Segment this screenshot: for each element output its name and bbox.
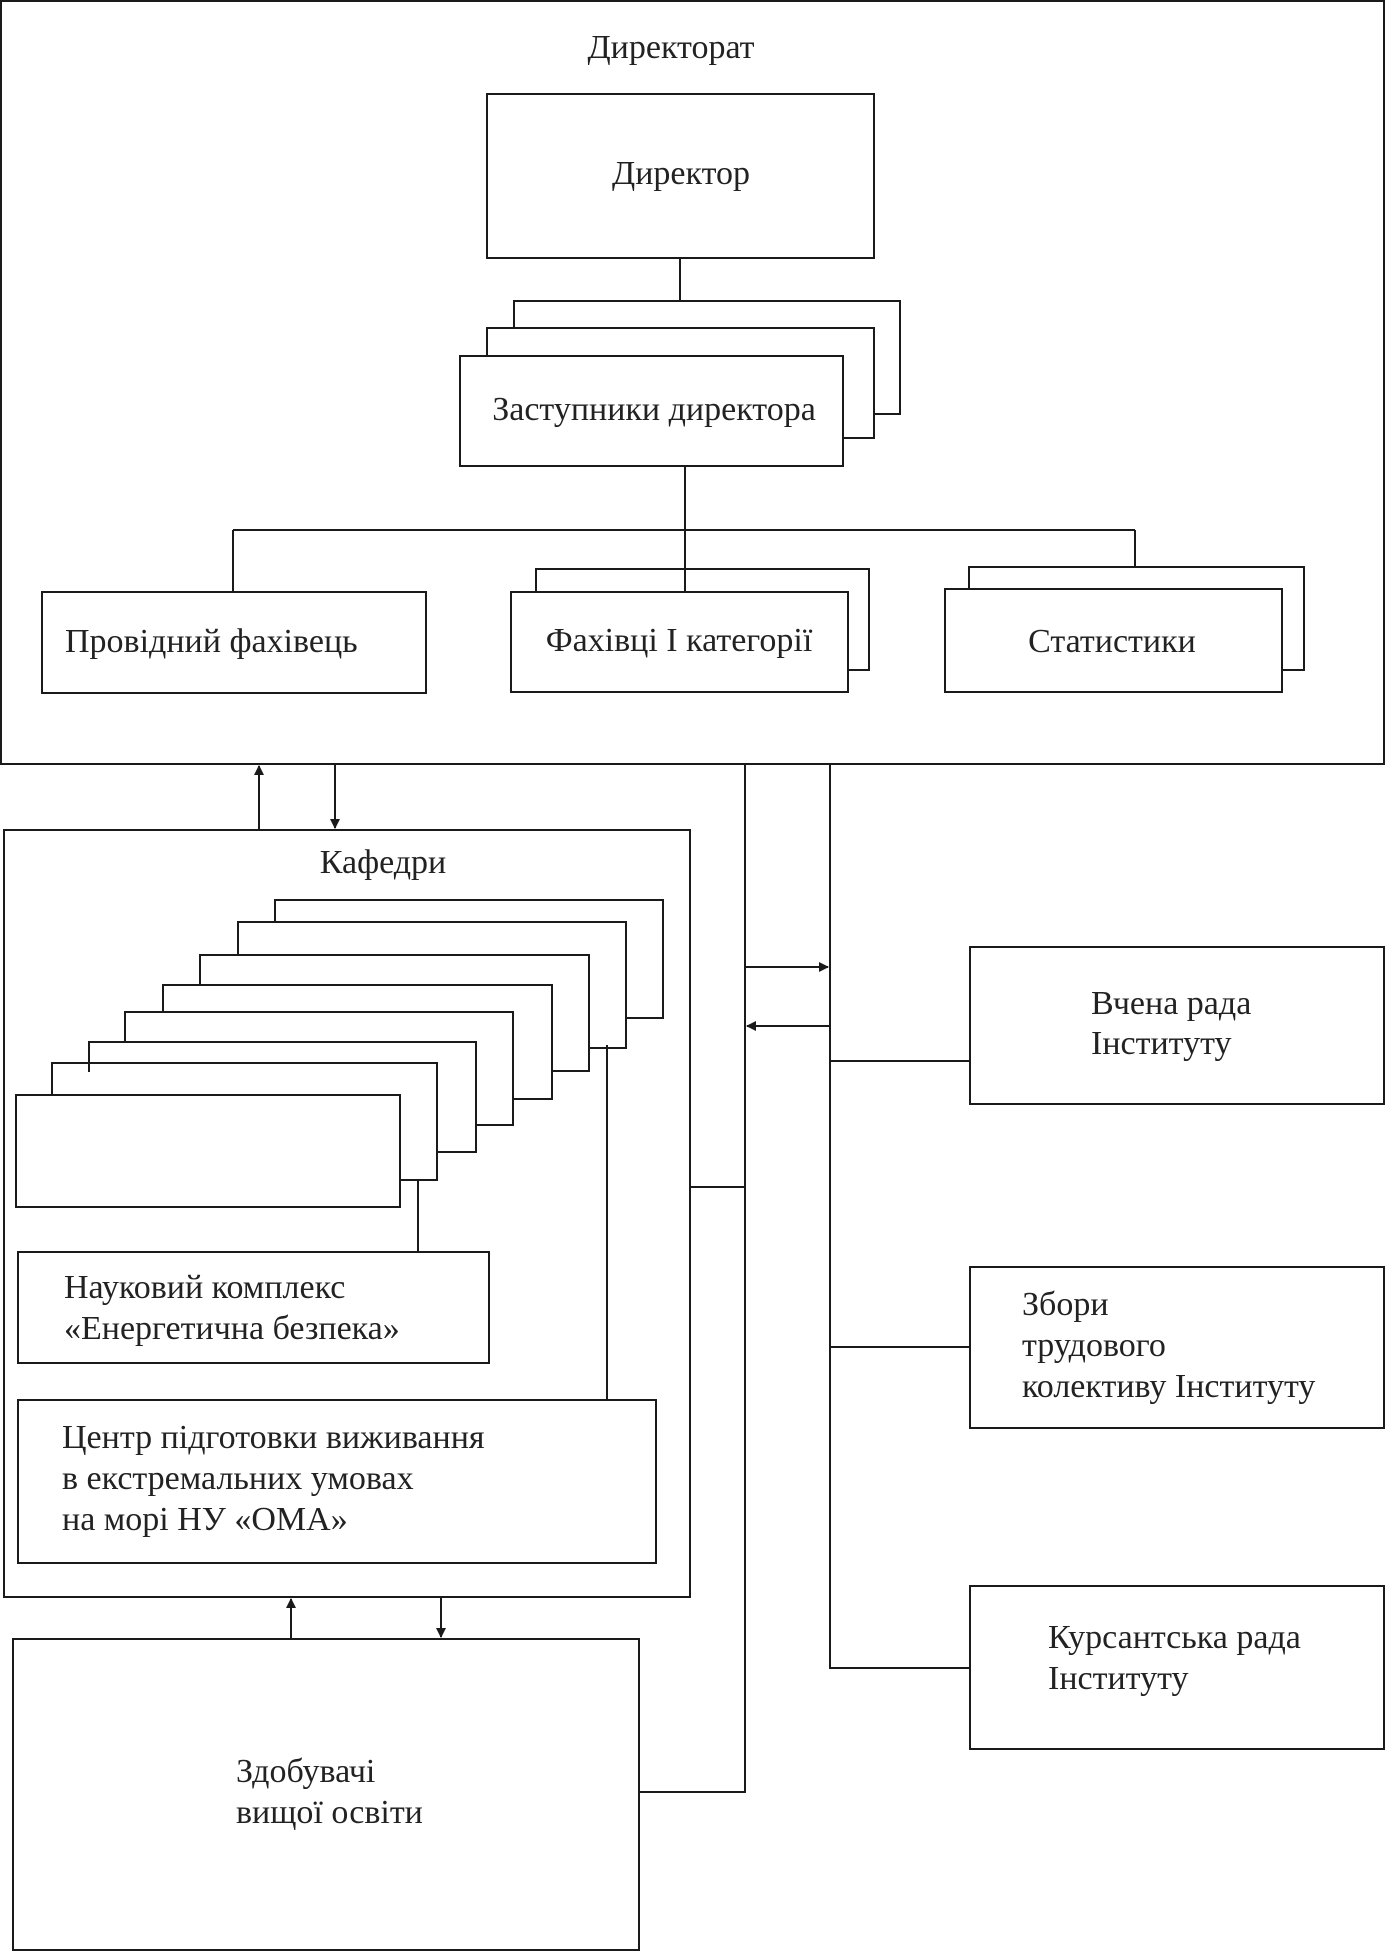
students-bus: [639, 764, 746, 1793]
cadet-council-line-2: Інституту: [1048, 1660, 1189, 1697]
staff-meeting-line-3: колективу Інституту: [1022, 1368, 1316, 1405]
staff-meeting-box: [969, 1266, 1385, 1429]
survival-center-box: [17, 1399, 657, 1564]
research-complex-box: [17, 1251, 490, 1364]
department-card-front: [15, 1094, 401, 1208]
students-line-1: Здобувачі: [236, 1753, 376, 1790]
specialists-label: Фахівці І категорії: [545, 622, 813, 659]
staff-meeting-line-2: трудового: [1022, 1327, 1166, 1364]
department-card-1: [51, 1062, 438, 1181]
deputies-stack-back: [513, 300, 901, 415]
statisticians-stack-back: [968, 566, 1305, 671]
lead-specialist-label: Провідний фахівець: [65, 623, 358, 660]
students-line-2: вищої освіти: [236, 1794, 423, 1831]
deputies-label: Заступники директора: [492, 391, 816, 428]
deputies-box: [459, 355, 844, 467]
councils-bus: [829, 764, 970, 1669]
cadet-council-box: [969, 1585, 1385, 1750]
statisticians-box: [944, 588, 1283, 693]
directorate-frame: [0, 0, 1385, 765]
statisticians-label: Статистики: [1028, 623, 1196, 660]
department-card-7: [274, 899, 664, 1019]
survival-center-line-3: на морі НУ «ОМА»: [62, 1501, 348, 1538]
research-complex-line-2: «Енергетична безпека»: [64, 1310, 400, 1347]
deputies-stack-mid: [486, 327, 875, 439]
directorate-title: Директорат: [587, 29, 755, 66]
academic-council-line-2: Інституту: [1091, 1025, 1232, 1062]
specialists-box: [510, 591, 849, 693]
academic-council-box: [969, 946, 1385, 1105]
survival-center-line-1: Центр підготовки виживання: [62, 1419, 485, 1456]
departments-frame: [3, 829, 691, 1598]
department-card-6: [237, 921, 627, 1049]
specialists-stack-back: [535, 568, 870, 671]
department-card-3: [124, 1011, 514, 1126]
departments-title: Кафедри: [319, 844, 447, 881]
students-box: [12, 1638, 640, 1951]
cadet-council-line-1: Курсантська рада: [1048, 1619, 1301, 1656]
lead-specialist-box: [41, 591, 427, 694]
department-card-2: [88, 1041, 477, 1153]
research-complex-line-1: Науковий комплекс: [64, 1269, 346, 1306]
director-label: Директор: [612, 155, 750, 192]
academic-council-line-1: Вчена рада: [1091, 985, 1252, 1022]
survival-center-line-2: в екстремальних умовах: [62, 1460, 414, 1497]
department-card-4: [162, 984, 553, 1100]
staff-meeting-line-1: Збори: [1022, 1286, 1109, 1323]
department-card-5: [199, 954, 590, 1072]
